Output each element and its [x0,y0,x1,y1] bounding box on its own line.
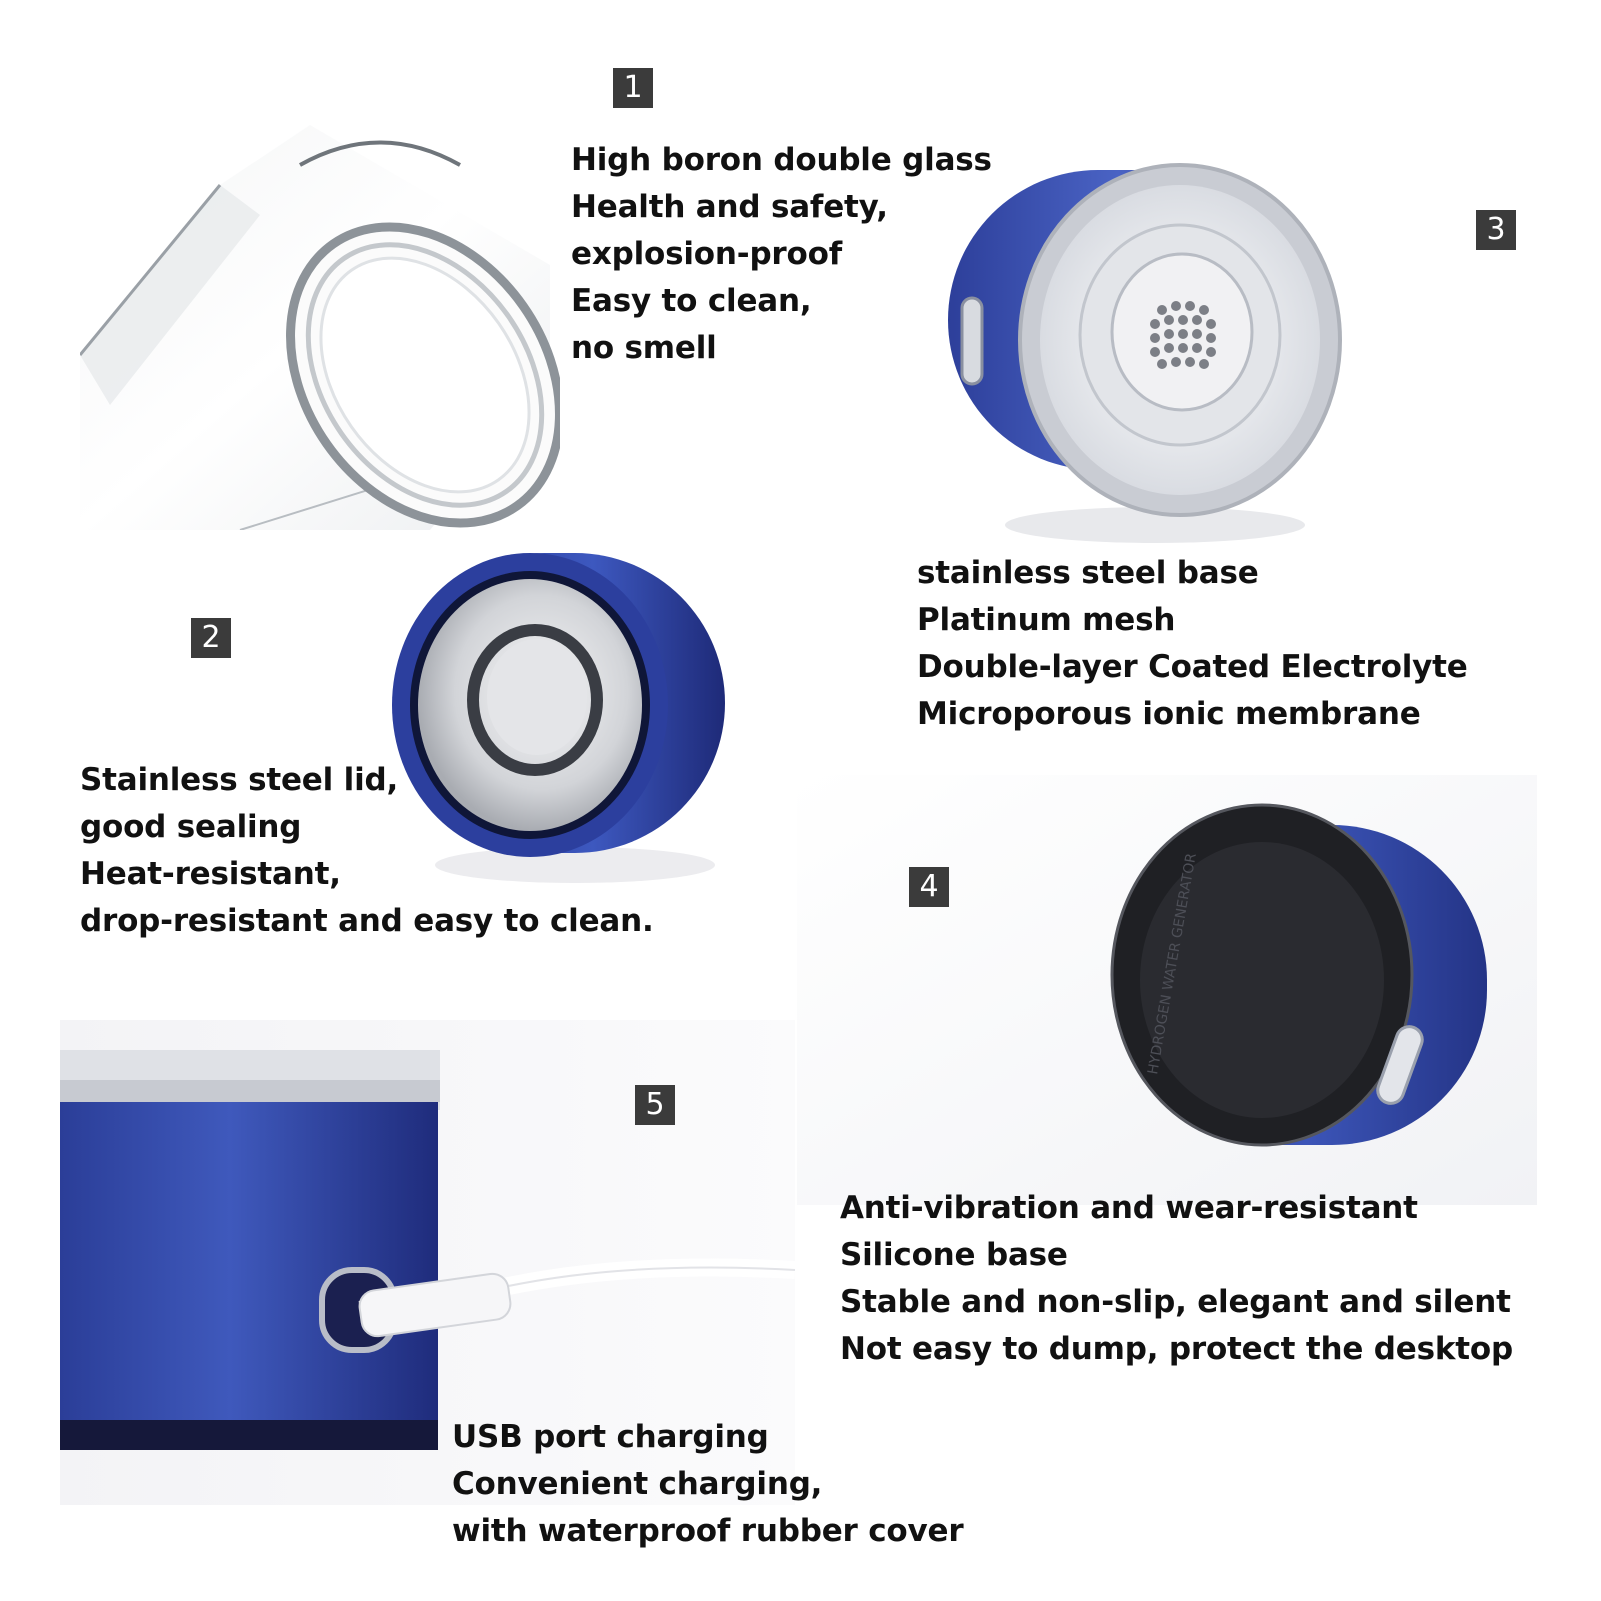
feature-2-line: Heat-resistant, [80,856,341,892]
feature-badge-2: 2 [191,618,231,658]
feature-2-line: good sealing [80,809,302,845]
feature-1-line: no smell [571,330,717,366]
feature-badge-4: 4 [909,867,949,907]
feature-1-line: Easy to clean, [571,283,812,319]
silicone-base-photo: HYDROGEN WATER GENERATOR [797,775,1537,1205]
feature-4-line: Stable and non-slip, elegant and silent [840,1284,1511,1320]
glass-cup-photo [80,125,560,530]
feature-4-line: Anti-vibration and wear-resistant [840,1190,1418,1226]
feature-3-line: stainless steel base [917,555,1259,591]
feature-1-line: Health and safety, [571,189,888,225]
feature-3-line: Microporous ionic membrane [917,696,1421,732]
feature-1-line: explosion-proof [571,236,843,272]
feature-2-line: drop-resistant and easy to clean. [80,903,654,939]
feature-badge-1: 1 [613,68,653,108]
feature-1-description: High boron double glass Health and safet… [571,137,992,372]
feature-3-description: stainless steel base Platinum mesh Doubl… [917,550,1468,738]
platinum-mesh [1150,301,1216,369]
feature-5-description: USB port charging Convenient charging, w… [452,1414,964,1555]
usb-charging-photo [60,1020,795,1505]
feature-3-line: Platinum mesh [917,602,1176,638]
feature-badge-5: 5 [635,1085,675,1125]
feature-badge-3: 3 [1476,210,1516,250]
feature-3-line: Double-layer Coated Electrolyte [917,649,1468,685]
feature-5-line: Convenient charging, [452,1466,823,1502]
feature-2-line: Stainless steel lid, [80,762,399,798]
feature-1-line: High boron double glass [571,142,992,178]
feature-5-line: USB port charging [452,1419,769,1455]
base-mesh-photo [940,160,1350,550]
feature-4-line: Not easy to dump, protect the desktop [840,1331,1513,1367]
feature-4-line: Silicone base [840,1237,1068,1273]
feature-4-description: Anti-vibration and wear-resistant Silico… [840,1185,1513,1373]
feature-5-line: with waterproof rubber cover [452,1513,964,1549]
feature-2-description: Stainless steel lid, good sealing Heat-r… [80,757,654,945]
steel-lid-photo [385,545,735,895]
